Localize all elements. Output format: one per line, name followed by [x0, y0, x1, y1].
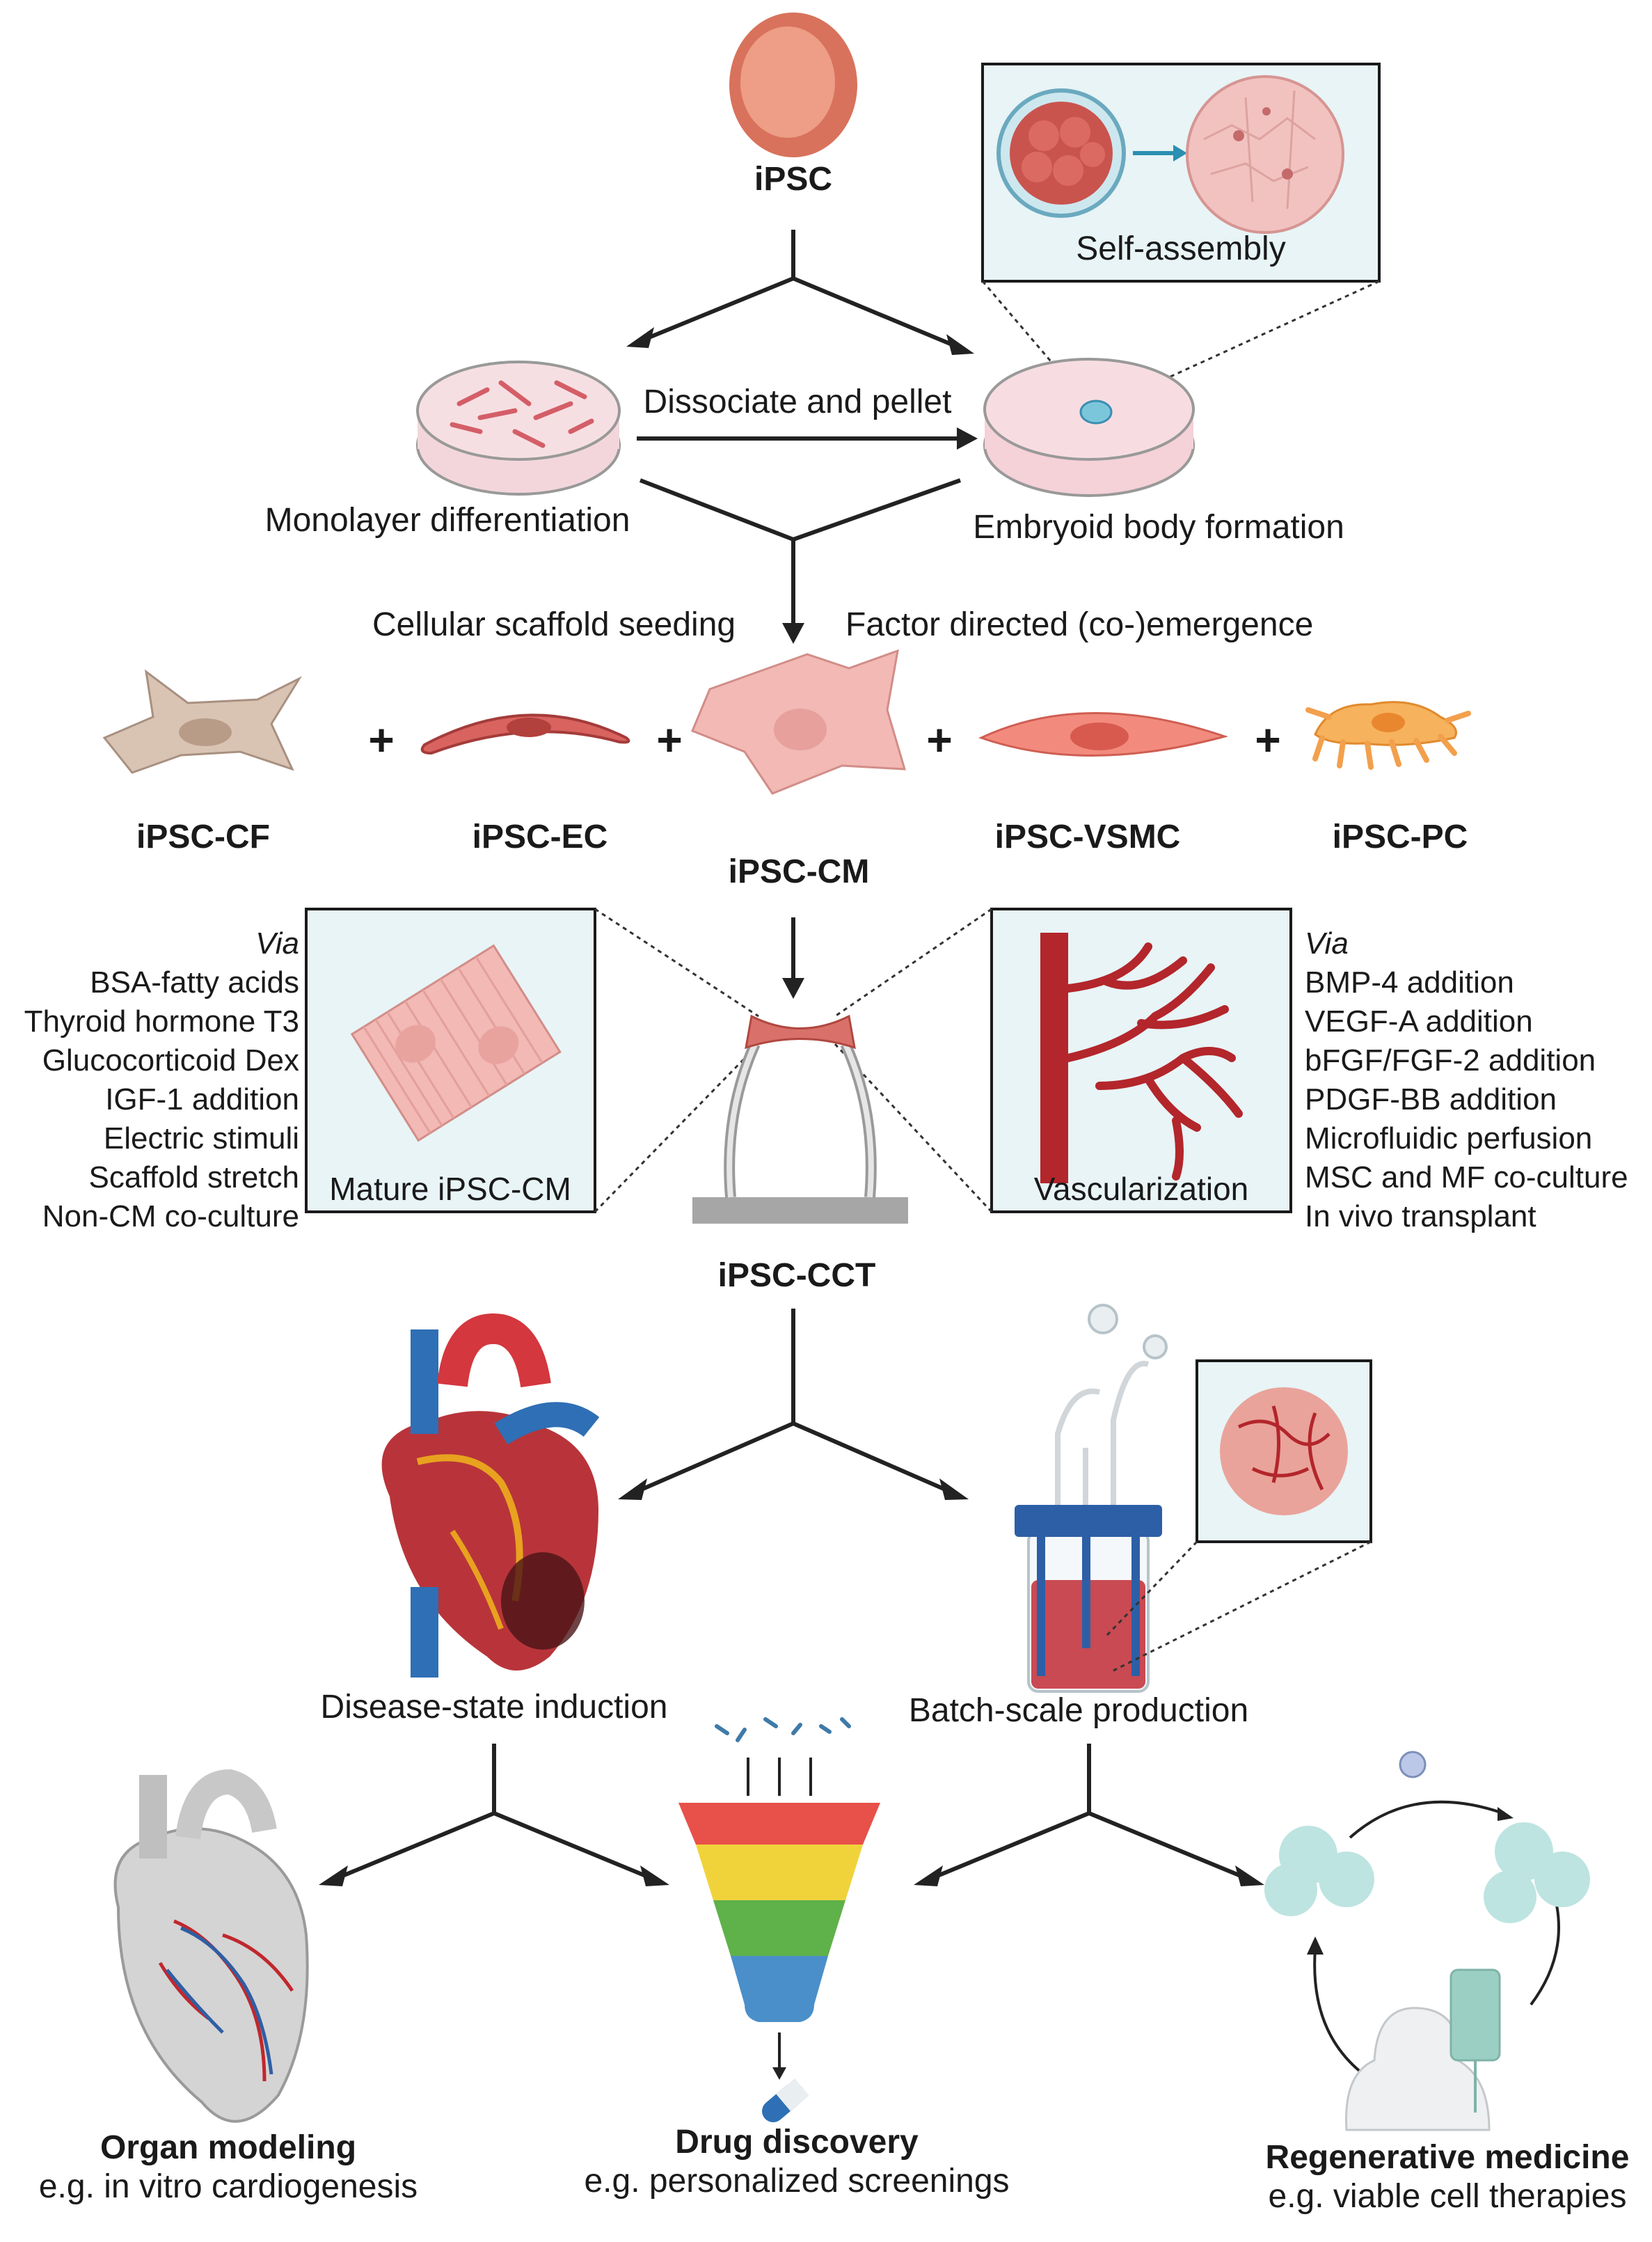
fork-arrow-cct [632, 1309, 955, 1495]
vsmc-cell-icon [978, 712, 1229, 757]
method-item: Non-CM co-culture [42, 1199, 299, 1233]
app-subtitle-organ-modeling: e.g. in vitro cardiogenesis [38, 2168, 418, 2205]
cell-label-vsmc: iPSC-VSMC [994, 819, 1181, 855]
bioreactor-icon [1015, 1304, 1168, 1693]
method-item: MSC and MF co-culture [1305, 1160, 1628, 1194]
batch-scale-label: Batch-scale production [908, 1692, 1249, 1729]
cell-label-cm: iPSC-CM [728, 853, 870, 890]
method-item: Electric stimuli [103, 1121, 299, 1155]
organ-model-heart-icon [113, 1769, 309, 2123]
screening-funnel-icon [678, 1717, 880, 2122]
mature-cm-box [305, 908, 596, 1213]
app-title-regenerative-medicine: Regenerative medicine [1265, 2139, 1630, 2176]
app-title-drug-discovery: Drug discovery [675, 2124, 919, 2161]
vascularization-methods-list: Via BMP-4 addition VEGF-A addition bFGF/… [1305, 924, 1628, 1236]
self-assembly-label: Self-assembly [1076, 230, 1286, 267]
ipsc-label: iPSC [754, 161, 833, 198]
embryoid-label: Embryoid body formation [973, 509, 1344, 546]
app-subtitle-regenerative-medicine: e.g. viable cell therapies [1268, 2178, 1627, 2215]
dissociate-label: Dissociate and pellet [643, 384, 952, 420]
method-item: Microfluidic perfusion [1305, 1121, 1593, 1155]
method-item: BMP-4 addition [1305, 965, 1514, 1000]
ec-cell-icon [420, 713, 630, 755]
scaffold-seeding-label: Cellular scaffold seeding [372, 606, 736, 643]
via-label: Via [255, 926, 299, 961]
mature-cm-icon [350, 944, 562, 1142]
dissociate-arrow [637, 427, 978, 450]
cell-label-ec: iPSC-EC [472, 819, 608, 855]
cm-to-cct-arrow [782, 917, 804, 999]
ipsc-cell-icon [729, 13, 857, 157]
cell-cluster-icon [996, 88, 1126, 218]
method-item: In vivo transplant [1305, 1199, 1536, 1233]
plus-sign: + [368, 715, 395, 765]
factor-directed-label: Factor directed (co-)emergence [845, 606, 1314, 643]
tissue-zoom-box [1196, 1359, 1372, 1543]
method-item: Glucocorticoid Dex [42, 1043, 299, 1077]
method-item: IGF-1 addition [105, 1082, 299, 1116]
disease-state-label: Disease-state induction [320, 1689, 668, 1726]
organoid-sphere-icon [1186, 75, 1344, 234]
app-subtitle-drug-discovery: e.g. personalized screenings [584, 2163, 1010, 2200]
fork-arrow-ipsc [639, 230, 962, 350]
merge-arrow [639, 478, 962, 630]
plus-sign: + [656, 715, 683, 765]
monolayer-label: Monolayer differentiation [264, 502, 630, 539]
via-label: Via [1305, 926, 1349, 961]
app-title-organ-modeling: Organ modeling [100, 2129, 357, 2166]
maturation-methods-list: Via BSA-fatty acids Thyroid hormone T3 G… [7, 924, 299, 1236]
cct-label: iPSC-CCT [717, 1257, 876, 1294]
cell-label-cf: iPSC-CF [136, 819, 270, 855]
method-item: Thyroid hormone T3 [24, 1004, 299, 1039]
method-item: PDGF-BB addition [1305, 1082, 1557, 1116]
method-item: Scaffold stretch [88, 1160, 299, 1194]
cf-cell-icon [102, 669, 303, 774]
method-item: VEGF-A addition [1305, 1004, 1533, 1039]
vascularization-box [990, 908, 1292, 1213]
vascularization-box-label: Vascularization [1033, 1171, 1249, 1207]
monolayer-dish-icon [416, 361, 621, 496]
self-assembly-box [981, 63, 1381, 283]
cell-label-pc: iPSC-PC [1332, 819, 1468, 855]
fork-arrow-disease [333, 1744, 656, 1881]
diseased-heart-icon [381, 1313, 600, 1677]
plus-sign: + [1255, 715, 1281, 765]
embryoid-dish-icon [983, 358, 1195, 497]
fork-arrow-batch [928, 1744, 1250, 1881]
cell-therapy-cycle-icon [1264, 1751, 1590, 2131]
assembly-arrow-icon [1133, 145, 1187, 161]
method-item: bFGF/FGF-2 addition [1305, 1043, 1596, 1077]
cm-cell-icon [691, 649, 907, 795]
pc-cell-icon [1305, 701, 1471, 770]
mature-cm-box-label: Mature iPSC-CM [329, 1171, 571, 1207]
vessel-icon [1040, 933, 1243, 1183]
cct-tissue-icon [692, 1014, 908, 1224]
plus-sign: + [926, 715, 953, 765]
method-item: BSA-fatty acids [90, 965, 299, 1000]
